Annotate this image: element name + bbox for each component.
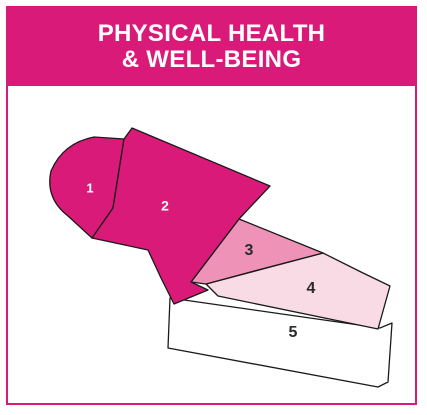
header-title-line-1: PHYSICAL HEALTH [98, 21, 326, 47]
physical-health-card: PHYSICAL HEALTH & WELL-BEING 1 2 3 4 5 [6, 6, 417, 405]
segment-5-label: 5 [289, 324, 298, 341]
segment-1-label: 1 [86, 180, 93, 195]
card-header: PHYSICAL HEALTH & WELL-BEING [8, 8, 415, 86]
body-segment-diagram: 1 2 3 4 5 [8, 86, 415, 403]
segment-3-label: 3 [245, 242, 254, 259]
segment-2-label: 2 [161, 198, 169, 214]
header-title-line-2: & WELL-BEING [122, 47, 302, 73]
segment-4-label: 4 [307, 280, 316, 297]
